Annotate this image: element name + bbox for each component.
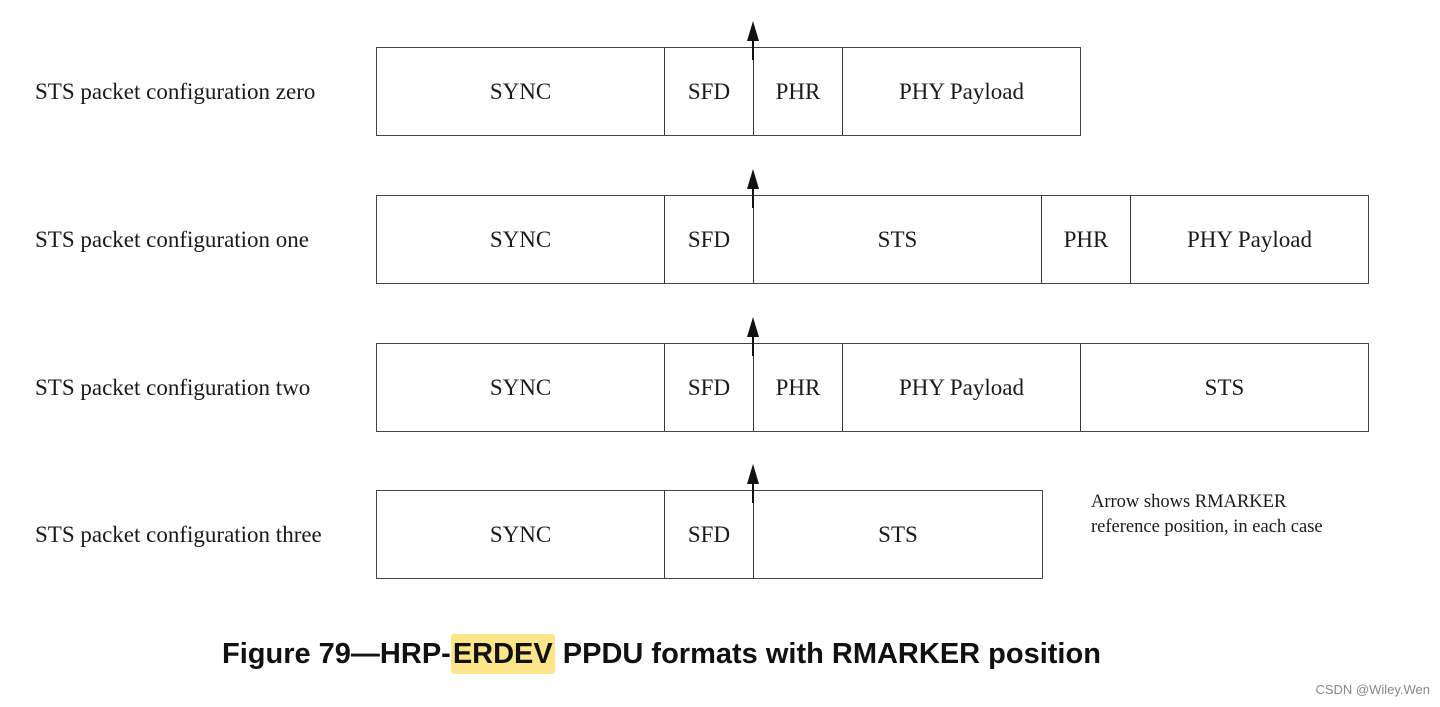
rmarker-note: Arrow shows RMARKER reference position, … [1091,490,1323,540]
field-phr: PHR [1042,196,1131,283]
field-sts: STS [1204,374,1245,400]
arrowhead-icon [747,464,759,484]
caption-suffix: PPDU formats with RMARKER position [554,638,1101,670]
field-phy-payload: PHY Payload [898,78,1024,104]
row-label: STS packet configuration two [35,375,311,400]
rmarker-arrow-icon [752,32,754,60]
field-sync: SYNC [377,344,665,431]
field-sfd: SFD [665,48,754,135]
field-phy-payload: PHY Payload [843,344,1081,431]
figure-caption: Figure 79—HRP-ERDEV PPDU formats with RM… [222,634,1101,674]
rmarker-arrow-icon [752,180,754,208]
row-label: STS packet configuration zero [35,79,316,104]
field-sts: STS [754,196,1042,283]
arrowhead-icon [747,317,759,337]
field-phy-payload: PHY Payload [1186,226,1312,252]
caption-highlight: ERDEV [450,634,555,674]
field-sts: STS [878,521,918,547]
field-sfd: SFD [665,491,754,578]
field-phr: PHR [754,48,843,135]
row-label: STS packet configuration three [35,522,322,547]
field-sync: SYNC [377,196,665,283]
arrowhead-icon [747,169,759,189]
field-sync: SYNC [377,491,665,578]
field-phr: PHR [754,344,843,431]
field-sfd: SFD [665,344,754,431]
row-label: STS packet configuration one [35,227,310,252]
rmarker-arrow-icon [752,328,754,356]
watermark: CSDN @Wiley.Wen [1315,682,1430,697]
arrowhead-icon [747,21,759,41]
rmarker-arrow-icon [752,475,754,503]
field-sync: SYNC [377,48,665,135]
caption-prefix: Figure 79—HRP- [222,638,451,670]
note-line-1: Arrow shows RMARKER [1091,492,1287,512]
note-line-2: reference position, in each case [1091,517,1323,537]
field-sfd: SFD [665,196,754,283]
